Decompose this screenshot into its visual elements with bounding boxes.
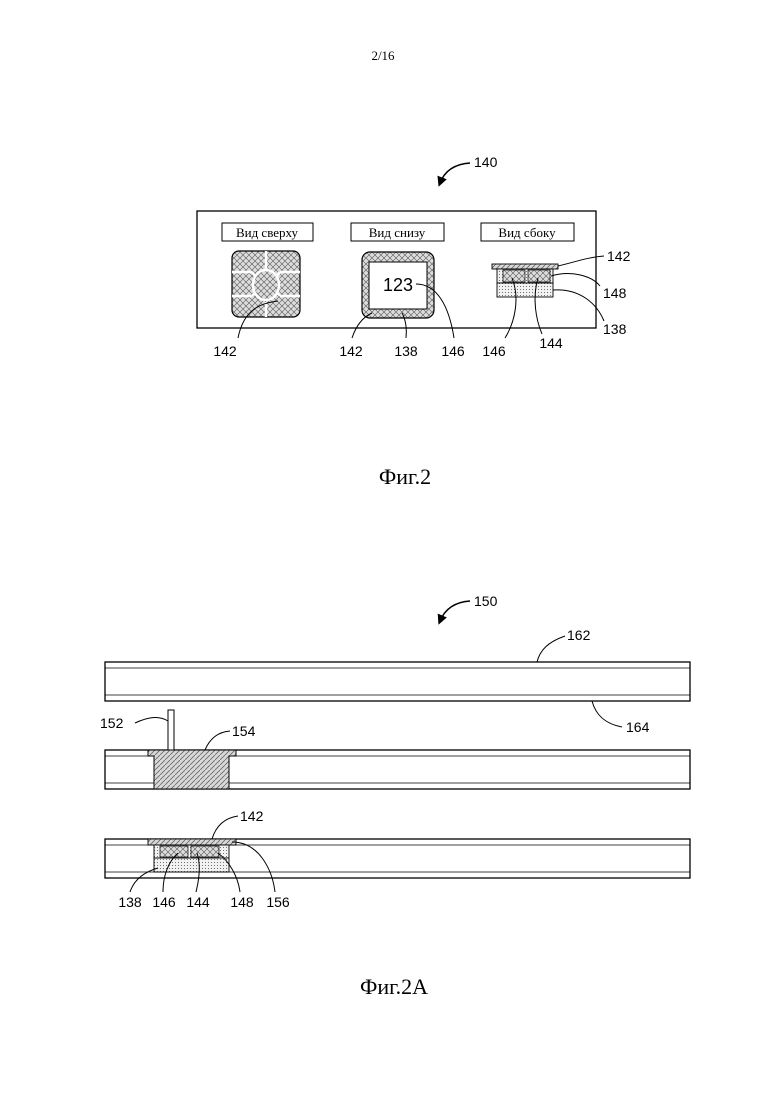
- label-bottom-146: 146: [441, 343, 465, 359]
- page-number: 2/16: [371, 48, 395, 63]
- ref-label-150: 150: [474, 593, 498, 609]
- figure-2-caption: Фиг.2: [379, 464, 431, 489]
- label-side-148: 148: [603, 285, 627, 301]
- ref-label-140: 140: [474, 154, 498, 170]
- label-162: 162: [567, 627, 591, 643]
- figure-2a-caption: Фиг.2A: [360, 974, 428, 999]
- label-146-fig2a: 146: [152, 894, 176, 910]
- label-138-fig2a: 138: [118, 894, 142, 910]
- ref-arrow-140: [440, 163, 470, 183]
- top-view-title: Вид сверху: [236, 225, 299, 240]
- leader-152: [135, 717, 168, 723]
- bottom-view-title: Вид снизу: [369, 225, 426, 240]
- side-view-title: Вид сбоку: [498, 225, 556, 240]
- milling-tool-152: [168, 710, 174, 750]
- label-side-146: 146: [482, 343, 506, 359]
- label-144-fig2a: 144: [186, 894, 210, 910]
- figure-2: 140 Вид сверху Вид снизу Вид сбоку 142 1…: [197, 154, 631, 489]
- label-bottom-138: 138: [394, 343, 418, 359]
- label-side-144: 144: [539, 335, 563, 351]
- chip-contact-top-view: [232, 251, 300, 317]
- label-164: 164: [626, 719, 650, 735]
- leader-154: [205, 731, 230, 750]
- label-142-fig2a: 142: [240, 808, 264, 824]
- ref-arrow-150: [440, 601, 470, 621]
- label-152: 152: [100, 715, 124, 731]
- leader-162: [537, 636, 565, 662]
- figure-2a: 150 162 164 152 154: [100, 593, 690, 999]
- layer-stack-side-view: [492, 264, 558, 297]
- leader-side-148: [551, 274, 600, 286]
- label-side-138: 138: [603, 321, 627, 337]
- leader-142-fig2a: [212, 816, 238, 839]
- card-strip-1: [105, 662, 690, 701]
- label-top-142: 142: [213, 343, 237, 359]
- label-156-fig2a: 156: [266, 894, 290, 910]
- leader-side-142: [558, 256, 604, 266]
- label-148-fig2a: 148: [230, 894, 254, 910]
- leader-164: [592, 701, 622, 727]
- display-digits: 123: [383, 275, 413, 295]
- card-strip-2: [105, 750, 690, 789]
- label-side-142: 142: [607, 248, 631, 264]
- label-bottom-142: 142: [339, 343, 363, 359]
- card-strip-3: [105, 839, 690, 878]
- label-154: 154: [232, 723, 256, 739]
